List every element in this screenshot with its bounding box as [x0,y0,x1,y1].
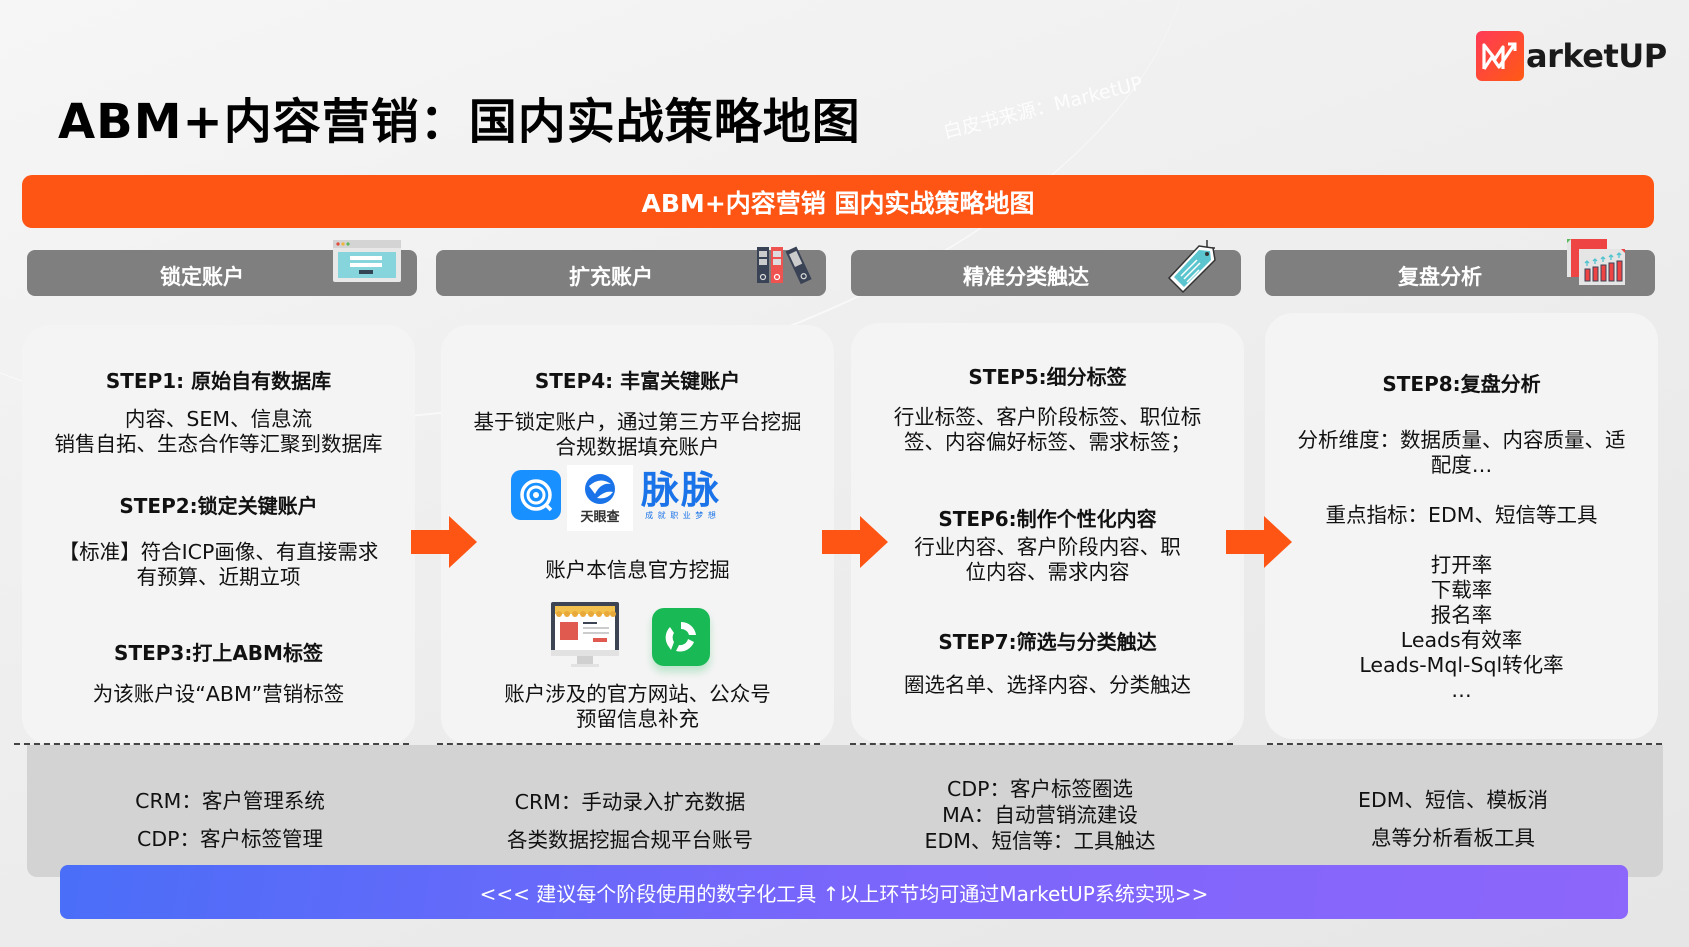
marketup-logo: arketUP [1476,31,1667,81]
tool-item: CRM：手动录入扩充数据 [514,790,746,814]
step-title: STEP3:打上ABM标签 [114,641,323,665]
arrow-right-icon [411,516,477,572]
qichacha-logo [511,470,561,520]
divider [850,743,1233,745]
step-body: 行业标签、客户阶段标签、职位标 签、内容偏好标签、需求标签； [893,405,1202,454]
step-body: 【标准】符合ICP画像、有直接需求 有预算、近期立项 [58,540,379,589]
tool-item: CDP：客户标签管理 [137,827,323,851]
bar-chart-report-icon [1565,237,1629,291]
login-window-icon [333,240,401,286]
step-body: 内容、SEM、信息流 销售自拓、生态合作等汇聚到数据库 [54,407,383,456]
tools-precise-reach: CDP：客户标签圈选 MA：自动营销流建设 EDM、短信等：工具触达 [870,776,1210,854]
step-title: STEP5:细分标签 [968,365,1127,389]
wechat-official-account-icon [652,608,710,666]
binders-icon [755,245,815,289]
step-body: 圈选名单、选择内容、分类触达 [904,673,1191,697]
tool-item: EDM、短信、模板消 [1358,788,1548,812]
tool-item: 息等分析看板工具 [1371,826,1535,850]
arrow-right-icon [1226,516,1292,572]
tianyancha-logo: 天眼查 [567,465,633,531]
official-mining-label: 账户本信息官方挖掘 [545,558,730,582]
maimai-logo: 脉脉 成 就 职 业 梦 想 [641,470,721,521]
tool-item: CDP：客户标签圈选 [947,777,1133,801]
tool-item: MA：自动营销流建设 [942,803,1138,827]
step-title: STEP8:复盘分析 [1382,372,1541,396]
footer-recommendation-bar: <<< 建议每个阶段使用的数字化工具 ↑以上环节均可通过MarketUP系统实现… [60,865,1628,919]
step-body: 分析维度：数据质量、内容质量、适 配度… [1297,428,1626,477]
step-title: STEP6:制作个性化内容 [938,507,1157,531]
phase-label: 复盘分析 [1398,265,1482,289]
phase-card-precise-reach: STEP5:细分标签 行业标签、客户阶段标签、职位标 签、内容偏好标签、需求标签… [851,323,1244,743]
logo-text: arketUP [1526,37,1667,75]
arrow-right-icon [822,516,888,572]
maimai-slogan: 成 就 职 业 梦 想 [645,511,717,520]
step-title: STEP1: 原始自有数据库 [105,369,332,393]
tools-lock-accounts: CRM：客户管理系统 CDP：客户标签管理 [60,782,400,858]
step-title: STEP4: 丰富关键账户 [534,369,741,393]
divider [437,743,820,745]
tool-item: CRM：客户管理系统 [135,789,325,813]
watermark: 白皮书来源：MarketUP [940,72,1145,144]
divider [1267,743,1662,745]
tools-expand-accounts: CRM：手动录入扩充数据 各类数据挖掘合规平台账号 [460,783,800,859]
phase-label: 精准分类触达 [963,265,1089,289]
step-body: 基于锁定账户，通过第三方平台挖掘 合规数据填充账户 [473,410,802,459]
step-body: 行业内容、客户阶段内容、职 位内容、需求内容 [914,535,1181,584]
phase-card-expand-accounts: STEP4: 丰富关键账户 基于锁定账户，通过第三方平台挖掘 合规数据填充账户 … [441,325,834,745]
tools-review-analysis: EDM、短信、模板消 息等分析看板工具 [1283,781,1623,857]
strategy-banner: ABM+内容营销 国内实战策略地图 [22,175,1654,228]
page-title: ABM+内容营销：国内实战策略地图 [58,94,861,150]
official-info-body: 账户涉及的官方网站、公众号 预留信息补充 [504,682,771,731]
step-body: 为该账户设“ABM”营销标签 [92,682,345,706]
website-monitor-icon [549,600,621,668]
tianyancha-label: 天眼查 [580,509,620,525]
price-tag-icon [1165,238,1221,298]
step-body: 重点指标：EDM、短信等工具 [1325,503,1598,527]
phase-card-lock-accounts: STEP1: 原始自有数据库 内容、SEM、信息流 销售自拓、生态合作等汇聚到数… [22,325,415,745]
marketup-logo-icon [1476,31,1524,81]
digital-tools-panel [27,745,1663,877]
phase-label: 锁定账户 [160,265,244,289]
step-title: STEP2:锁定关键账户 [119,494,318,518]
step-title: STEP7:筛选与分类触达 [938,630,1157,654]
divider [14,743,409,745]
metrics-list: 打开率 下载率 报名率 Leads有效率 Leads-Mql-Sql转化率 … [1359,553,1564,702]
phase-label: 扩充账户 [569,265,653,289]
maimai-label: 脉脉 [641,468,722,512]
tool-item: EDM、短信等：工具触达 [924,829,1156,853]
phase-card-review-analysis: STEP8:复盘分析 分析维度：数据质量、内容质量、适 配度… 重点指标：EDM… [1265,313,1658,739]
tool-item: 各类数据挖掘合规平台账号 [507,828,753,852]
